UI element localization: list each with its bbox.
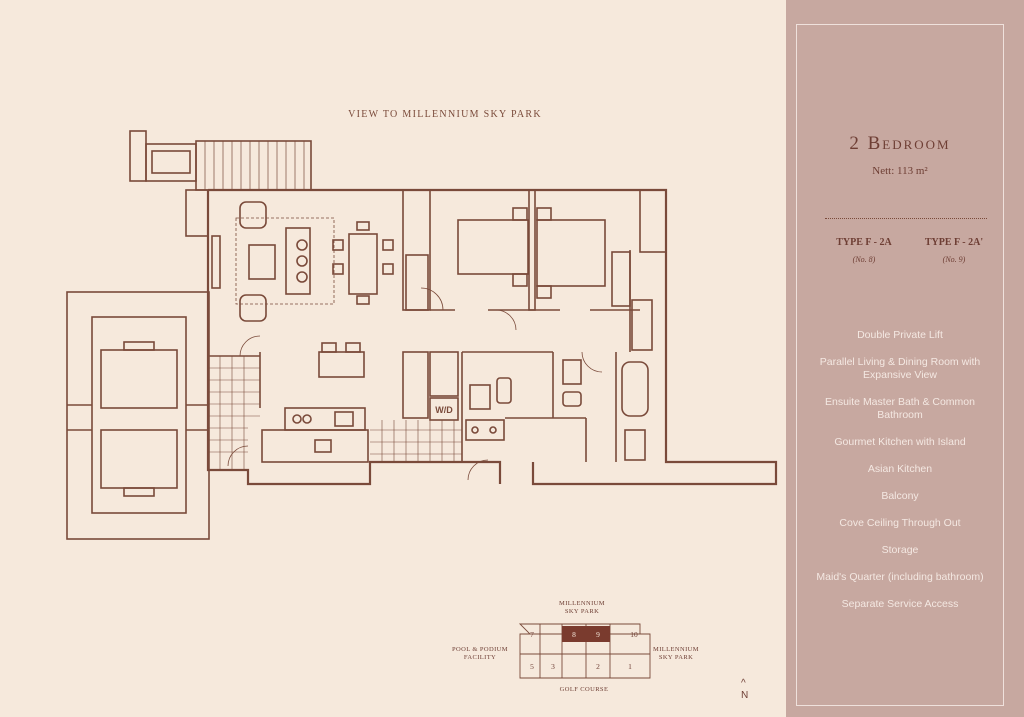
feature-item: Balcony: [881, 490, 919, 502]
type-number-1: (No. 8): [852, 255, 876, 264]
key-plan-right-label: MILLENNIUM SKY PARK: [653, 646, 699, 661]
wall-bedroom-1: [402, 189, 431, 311]
feature-item: Cove Ceiling Through Out: [839, 517, 961, 529]
floor-plan-area: VIEW TO MILLENNIUM SKY PARK: [66, 109, 778, 706]
north-arrow-icon: ^: [741, 678, 746, 689]
armchair-2: [239, 294, 267, 322]
north-arrow: ^ N: [741, 678, 749, 700]
feature-list: Double Private Lift Parallel Living & Di…: [807, 329, 993, 625]
kitchen-island: [318, 351, 365, 378]
feature-item: Ensuite Master Bath & Common Bathroom: [825, 396, 975, 421]
type-name-2: TYPE F - 2A': [924, 237, 984, 248]
master-bed: [536, 219, 606, 287]
washer-dryer-label: W/D: [435, 405, 453, 415]
tv-console: [211, 235, 221, 289]
key-plan-unit: 9: [596, 630, 600, 639]
lift-car-2: [100, 429, 178, 489]
bathtub: [621, 361, 649, 417]
feature-item: Gourmet Kitchen with Island: [834, 436, 966, 448]
balcony-planter: [145, 143, 197, 182]
key-plan: MILLENNIUM SKY PARK POOL & PODIUM FACILI…: [440, 596, 710, 706]
nett-area: Nett: 113 m²: [872, 165, 928, 177]
feature-item: Maid's Quarter (including bathroom): [816, 571, 984, 583]
unit-title: 2 Bedroom: [849, 133, 951, 154]
key-plan-unit: 7: [530, 630, 534, 639]
balcony-post: [129, 130, 147, 182]
key-plan-unit: 2: [596, 662, 600, 671]
key-plan-unit: 3: [551, 662, 555, 671]
feature-item: Double Private Lift: [857, 329, 943, 341]
balcony: [195, 140, 312, 191]
floor-plan-drawing: W/D: [66, 130, 778, 540]
armchair-1: [239, 201, 267, 229]
key-plan-unit: 10: [630, 630, 638, 639]
info-panel: 2 Bedroom Nett: 113 m² TYPE F - 2A TYPE …: [786, 0, 1024, 717]
north-label: N: [741, 688, 749, 699]
wall-bedrooms: [528, 189, 536, 311]
key-plan-left-label: POOL & PODIUM FACILITY: [452, 646, 508, 661]
key-plan-top-label: MILLENNIUM SKY PARK: [559, 600, 605, 615]
info-panel-frame: 2 Bedroom Nett: 113 m² TYPE F - 2A TYPE …: [796, 24, 1004, 706]
lift-lobby-outline: [66, 291, 210, 540]
feature-item: Separate Service Access: [841, 598, 959, 610]
asian-kitchen: [261, 429, 369, 463]
key-plan-unit: 1: [628, 662, 632, 671]
type-number-2: (No. 9): [942, 255, 966, 264]
key-plan-unit: 8: [572, 630, 576, 639]
bed-1: [457, 219, 529, 275]
feature-item: Parallel Living & Dining Room with Expan…: [819, 356, 981, 381]
key-plan-drawing: [518, 623, 651, 679]
divider: [825, 218, 987, 219]
view-label: VIEW TO MILLENNIUM SKY PARK: [348, 109, 542, 120]
key-plan-bottom-label: GOLF COURSE: [559, 686, 609, 693]
type-name-1: TYPE F - 2A: [836, 237, 892, 248]
sofa: [285, 227, 311, 295]
feature-item: Asian Kitchen: [867, 463, 933, 475]
highlighted-units: [562, 626, 610, 642]
washer-dryer: [429, 397, 459, 421]
key-plan-unit: 5: [530, 662, 534, 671]
lift-car-1: [100, 349, 178, 409]
dining-table: [348, 233, 378, 295]
lift-core: [91, 316, 187, 514]
feature-item: Storage: [881, 544, 919, 556]
coffee-table: [248, 244, 276, 280]
